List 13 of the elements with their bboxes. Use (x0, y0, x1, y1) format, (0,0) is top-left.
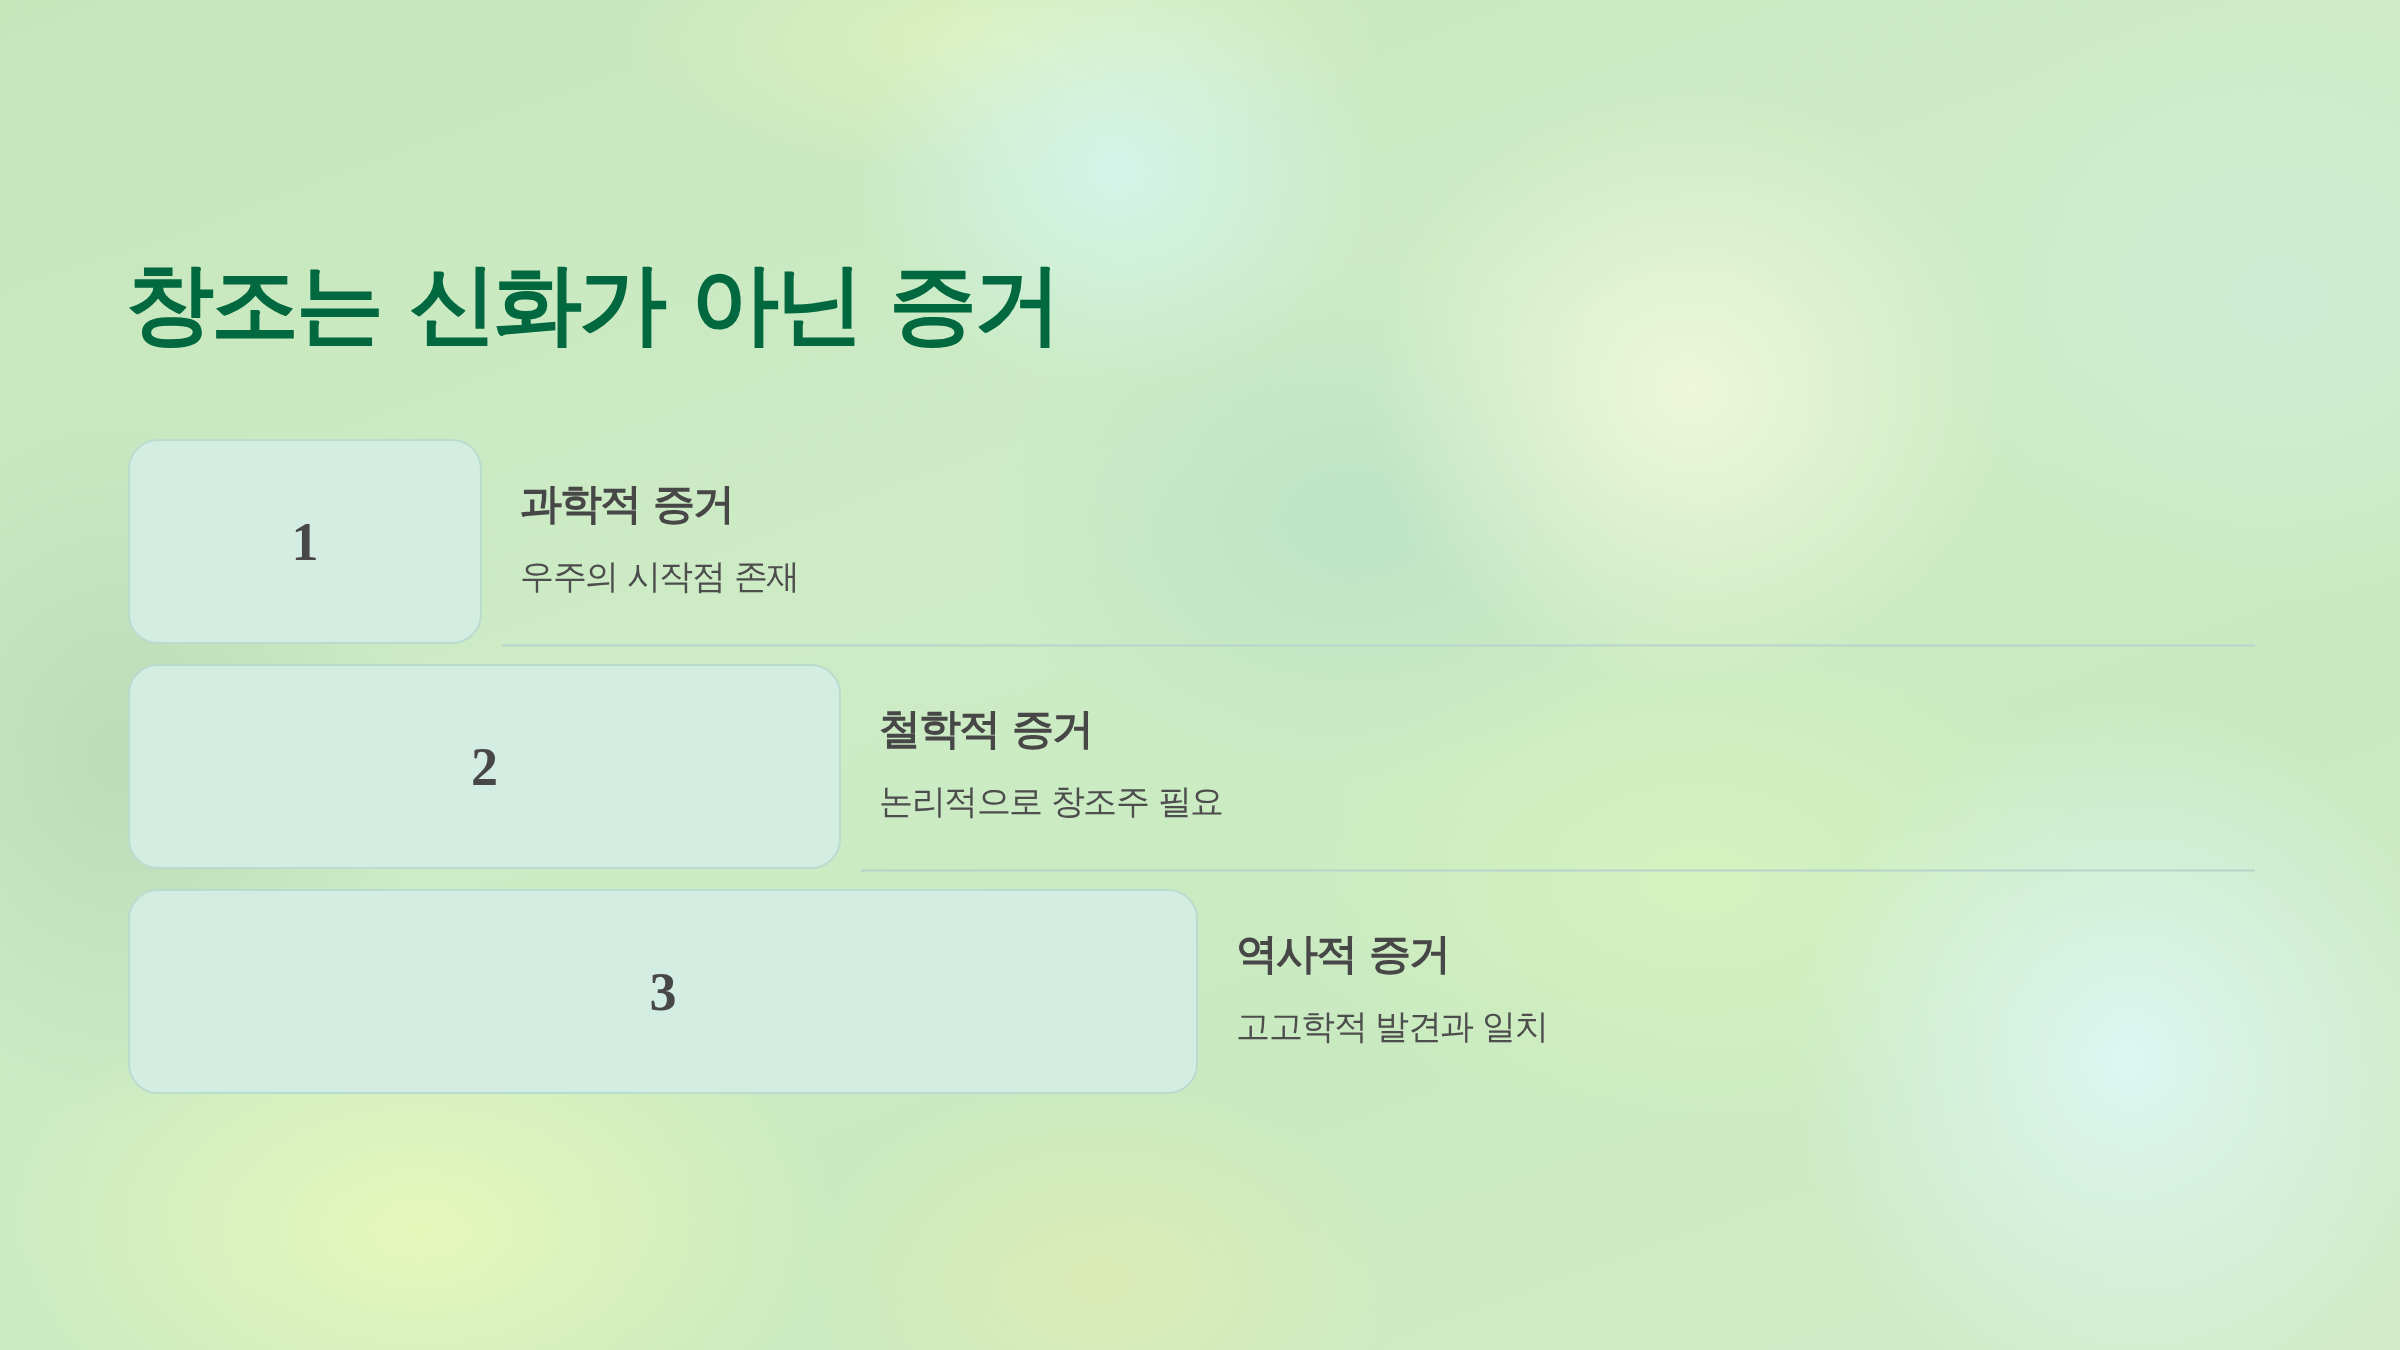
step-box (128, 664, 841, 869)
step-description: 논리적으로 창조주 필요 (879, 783, 1223, 821)
step-heading: 과학적 증거 (520, 481, 733, 528)
step-box (128, 439, 482, 644)
step-description: 고고학적 발견과 일치 (1236, 1008, 1548, 1046)
step-box (128, 889, 1198, 1094)
step-description: 우주의 시작점 존재 (520, 558, 799, 596)
step-number: 2 (471, 739, 498, 794)
step-number: 1 (291, 514, 319, 569)
step-heading: 역사적 증거 (1236, 931, 1449, 978)
slide-title: 창조는 신화가 아닌 증거 (126, 256, 1059, 353)
step-heading: 철학적 증거 (879, 706, 1092, 753)
step-number: 3 (649, 964, 677, 1019)
